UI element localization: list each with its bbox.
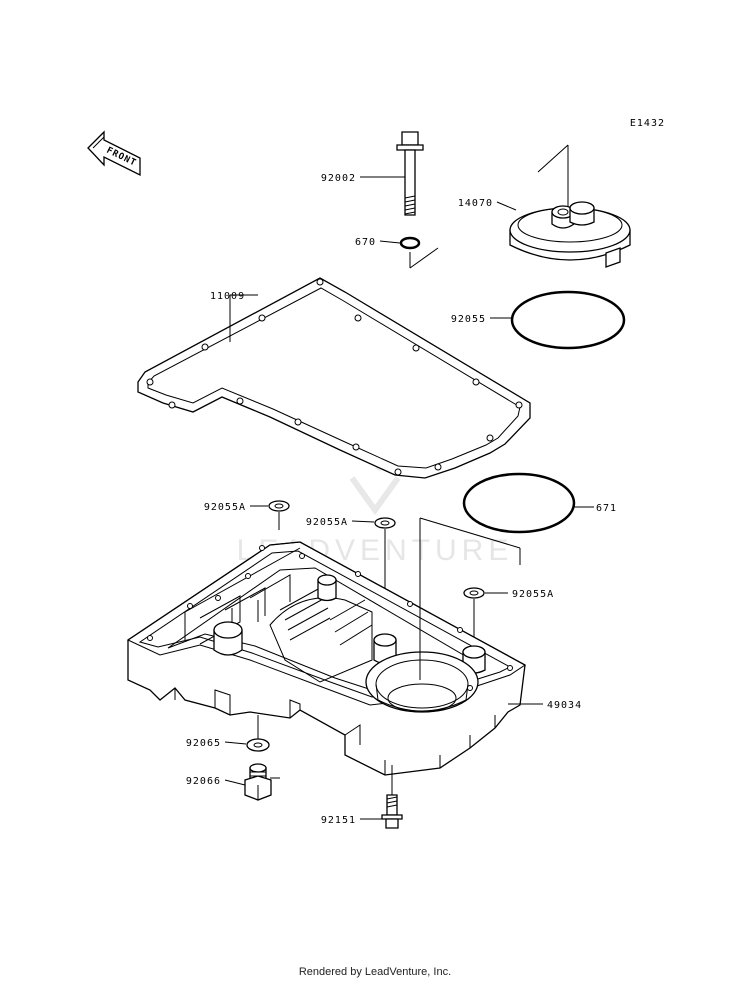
oil-pan-49034: [126, 541, 526, 776]
washer-92055a-center: [374, 517, 396, 529]
footer-credit: Rendered by LeadVenture, Inc.: [299, 966, 451, 978]
label-92055a-center: 92055A: [306, 517, 348, 528]
front-arrow-icon: FRONT: [87, 130, 141, 177]
label-92055a-left: 92055A: [204, 502, 246, 513]
drain-plug-92066: [244, 763, 272, 801]
oring-670: [399, 236, 421, 250]
label-92066: 92066: [186, 776, 221, 787]
washer-92055a-left: [268, 500, 290, 512]
washer-92055a-right: [463, 587, 485, 599]
gasket-11009: [137, 277, 531, 479]
label-92151: 92151: [321, 815, 356, 826]
label-92002: 92002: [321, 173, 356, 184]
oring-92055: [510, 290, 626, 350]
bolt-92151: [381, 794, 403, 829]
label-11009: 11009: [210, 291, 245, 302]
cover-14070: [509, 144, 631, 268]
label-49034: 49034: [547, 700, 582, 711]
oring-671: [462, 472, 576, 534]
washer-92065: [246, 738, 270, 752]
diagram-code: E1432: [630, 118, 665, 129]
label-670: 670: [355, 237, 376, 248]
label-92055: 92055: [451, 314, 486, 325]
label-92055a-right: 92055A: [512, 589, 554, 600]
bolt-92002: [396, 131, 424, 216]
label-671: 671: [596, 503, 617, 514]
label-14070: 14070: [458, 198, 493, 209]
label-92065: 92065: [186, 738, 221, 749]
